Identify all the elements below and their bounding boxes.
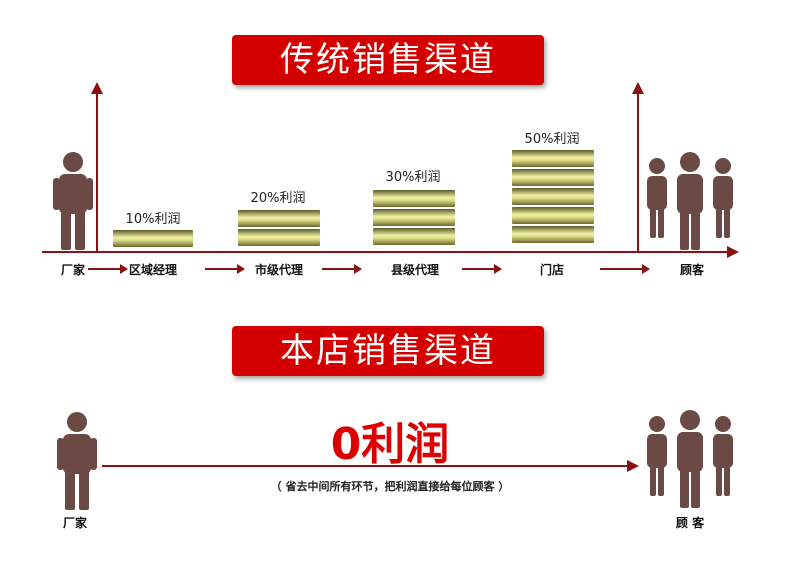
flow-arrow [462,264,502,274]
coin-layer [238,229,320,246]
flow-arrow [88,264,128,274]
profit-label-regional: 10%利润 [125,212,181,227]
flow-arrow [600,264,650,274]
direct-arrow-head [627,460,639,472]
left-vertical-axis [96,92,98,252]
stage-label-regional: 区域经理 [128,263,177,277]
coin-layer [373,190,455,207]
stage-label-manufacturer: 厂家 [60,263,85,277]
direct-channel-note: （ 省去中间所有环节，把利润直接给每位顾客 ） [270,480,510,493]
traditional-channel-title: 传统销售渠道 [232,35,544,85]
manufacturer-person-icon [53,152,93,250]
coin-layer [512,150,594,167]
coin-stack-regional [113,228,193,247]
stage-label-store: 门店 [539,263,564,277]
coin-layer [373,228,455,245]
direct-label-manufacturer: 厂家 [62,516,87,530]
stage-label-city: 市级代理 [254,263,303,277]
profit-label-city: 20%利润 [250,191,306,206]
horizontal-axis [42,251,728,253]
coin-stack-county [373,188,455,245]
coin-layer [512,188,594,205]
manufacturer-person-icon [57,412,97,510]
profit-label-store: 50%利润 [524,132,580,147]
zero-profit-label: 0利润 [330,419,450,470]
profit-label-county: 30%利润 [385,170,441,185]
coin-stack-city [238,208,320,246]
left-axis-arrowhead [91,82,103,94]
coin-layer [238,210,320,227]
coin-layer [113,230,193,247]
direct-channel-title: 本店销售渠道 [232,326,544,376]
coin-layer [512,207,594,224]
direct-label-customer: 顾 客 [675,516,705,530]
coin-layer [373,209,455,226]
flow-arrow [205,264,245,274]
customers-group-icon [647,152,733,250]
right-vertical-axis [637,92,639,252]
coin-stack-store [512,148,594,243]
coin-layer [512,169,594,186]
horizontal-axis-arrowhead [727,246,739,258]
flow-arrow [322,264,362,274]
stage-label-customer: 顾客 [679,263,704,277]
customers-group-icon [647,410,733,508]
right-axis-arrowhead [632,82,644,94]
coin-layer [512,226,594,243]
direct-arrow-line [102,465,628,467]
stage-label-county: 县级代理 [390,263,439,277]
